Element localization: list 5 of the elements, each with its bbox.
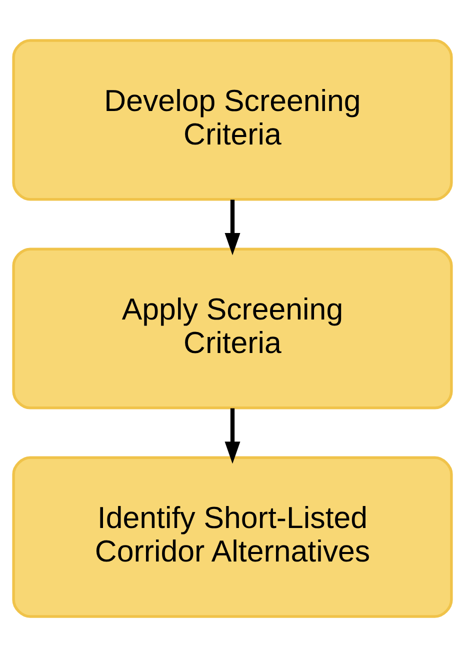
node-box: Apply Screening Criteria [12, 248, 453, 410]
node-box: Identify Short-Listed Corridor Alternatives [12, 456, 453, 618]
arrow [224, 200, 240, 256]
arrow [224, 408, 240, 464]
node-box: Develop Screening Criteria [12, 39, 453, 201]
